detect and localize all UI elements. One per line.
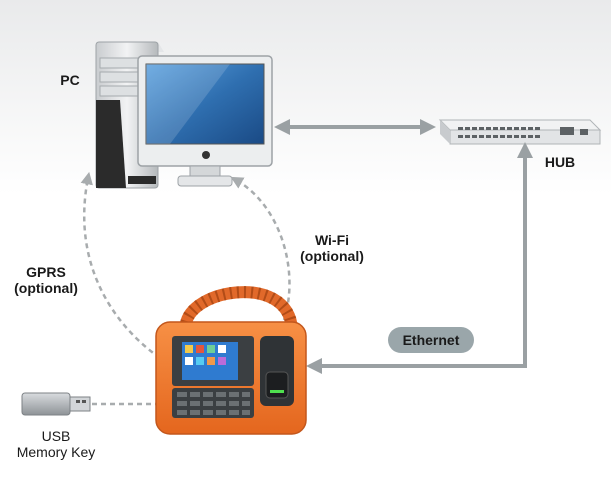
ethernet-connection [306,142,533,374]
wifi-label-line1: Wi-Fi [314,232,350,248]
gprs-label-line2: (optional) [14,280,78,296]
usb-label: USB Memory Key [6,428,106,460]
wifi-label-line2: (optional) [300,248,364,264]
gprs-label-line1: GPRS [26,264,66,280]
wifi-connection [230,176,291,321]
time-attendance-terminal-icon [155,286,307,435]
hub-label: HUB [544,154,576,170]
pc-label: PC [60,72,80,88]
usb-label-line2: Memory Key [16,444,96,460]
hub-switch-icon [438,119,602,145]
monitor-icon [137,55,273,187]
usb-label-line1: USB [41,428,71,444]
gprs-connection [80,171,161,360]
usb-memory-key-icon [21,392,91,416]
ethernet-label: Ethernet [388,327,474,353]
wifi-label: Wi-Fi (optional) [292,232,372,264]
gprs-label: GPRS (optional) [6,264,86,296]
